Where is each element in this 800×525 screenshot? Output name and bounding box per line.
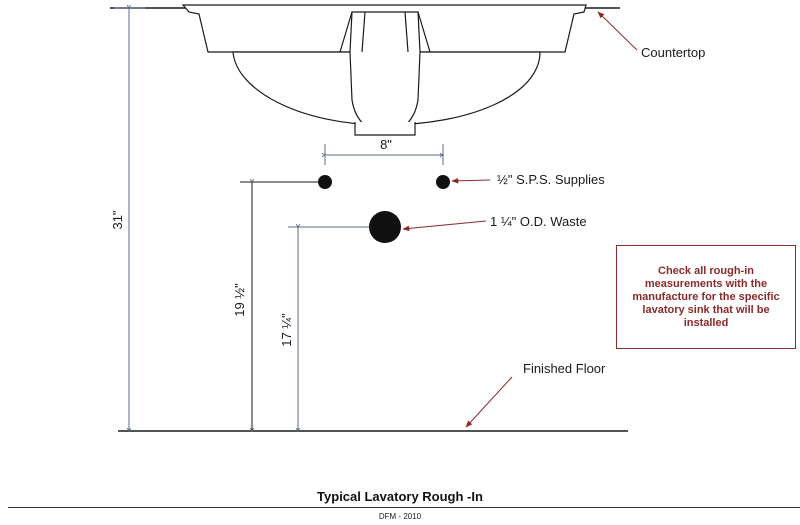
supply-right xyxy=(436,175,450,189)
dim-supply-height-label: 19 ½" xyxy=(232,283,247,317)
floor-leader xyxy=(465,376,513,428)
dim-spacing-label: 8" xyxy=(380,137,392,152)
dim-counter-height-label: 31" xyxy=(110,210,125,229)
counter-height-dimension xyxy=(114,8,145,431)
sink-basin xyxy=(181,4,587,136)
supply-left xyxy=(318,175,332,189)
rough-in-note-box: Check all rough-in measurements with the… xyxy=(616,245,796,349)
diagram-title: Typical Lavatory Rough -In xyxy=(317,489,483,504)
rough-in-note-text: Check all rough-in measurements with the… xyxy=(632,264,780,329)
waste-label: 1 ¼" O.D. Waste xyxy=(490,214,587,229)
supply-spacing-dimension xyxy=(325,144,443,165)
waste-outlet xyxy=(369,211,401,243)
diagram-credit: DFM - 2010 xyxy=(378,512,422,521)
supplies-leader xyxy=(451,178,491,184)
supplies-label: ½" S.P.S. Supplies xyxy=(497,172,605,187)
finished-floor-label: Finished Floor xyxy=(523,361,606,376)
countertop-label: Countertop xyxy=(641,45,705,60)
dim-waste-height-label: 17 ¼" xyxy=(279,313,294,347)
waste-leader xyxy=(402,220,487,232)
footer-divider xyxy=(8,507,800,508)
countertop-leader xyxy=(597,11,638,51)
